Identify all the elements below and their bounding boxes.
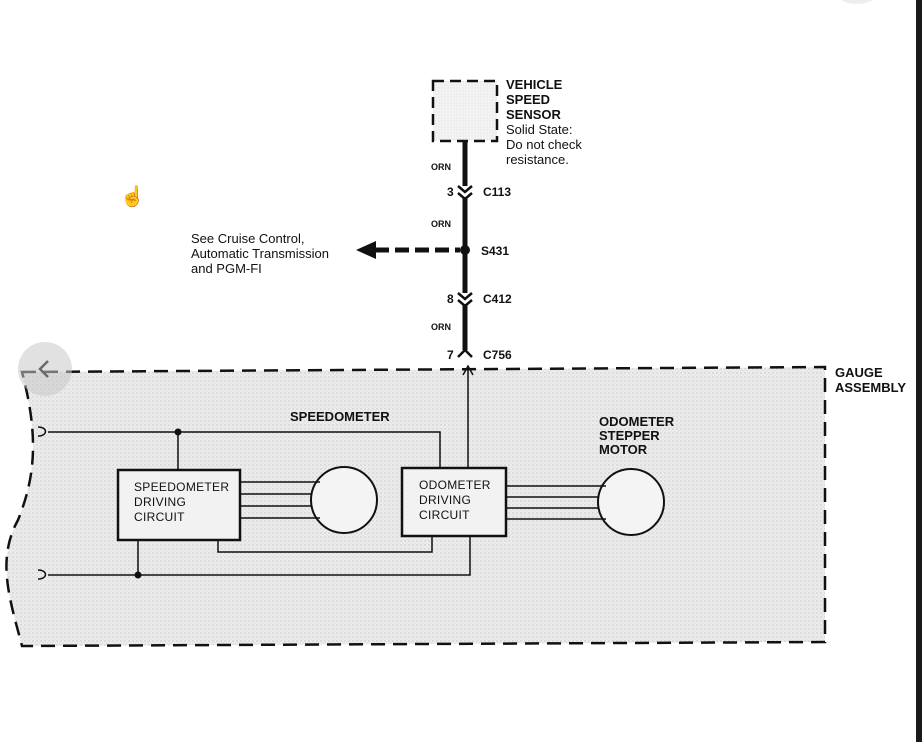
c412-label: C412 <box>483 292 512 306</box>
chevron-left-icon[interactable] <box>18 342 72 396</box>
odo-motor-1: ODOMETER <box>599 414 675 429</box>
sensor-note-3: resistance. <box>506 152 569 167</box>
odo-circuit-1: ODOMETER <box>419 478 491 492</box>
odo-motor-2: STEPPER <box>599 428 660 443</box>
s431-label: S431 <box>481 244 509 258</box>
sensor-note-1: Solid State: <box>506 122 573 137</box>
lower-bus-wire <box>48 536 471 576</box>
back-arrow-icon <box>38 360 49 378</box>
odo-circuit-2: DRIVING <box>419 493 471 507</box>
c113-label: C113 <box>483 185 511 199</box>
sensor-note-2: Do not check <box>506 137 582 152</box>
gauge-assembly-2: ASSEMBLY <box>835 380 906 395</box>
cross-ref-1: See Cruise Control, <box>191 231 304 246</box>
odo-motor-3: MOTOR <box>599 442 648 457</box>
splice-s431-dot <box>460 245 470 255</box>
wire-color-2: ORN <box>431 219 451 229</box>
hand-cursor-icon: ☝ <box>120 186 145 208</box>
speedometer-label: SPEEDOMETER <box>290 409 390 424</box>
gauge-input-arrow <box>462 364 474 376</box>
cross-reference-arrow <box>356 241 376 259</box>
junction-dot <box>174 428 182 436</box>
circuit-link-wire <box>217 536 433 553</box>
speedo-circuit-1: SPEEDOMETER <box>134 480 229 494</box>
odometer-stepper-motor <box>597 468 665 536</box>
sensor-title-1: VEHICLE <box>506 77 563 92</box>
odometer-driving-circuit-box <box>400 466 508 538</box>
vehicle-speed-sensor <box>431 79 499 143</box>
connector-c756-symbol <box>457 348 473 358</box>
upper-bus-break <box>37 426 47 437</box>
gauge-assembly-1: GAUGE <box>835 365 883 380</box>
speedo-circuit-3: CIRCUIT <box>134 510 185 524</box>
speedometer-driving-circuit-box <box>116 468 242 542</box>
odometer-drive-lines <box>506 485 606 520</box>
cross-ref-3: and PGM-FI <box>191 261 262 276</box>
speedometer-motor <box>310 466 378 534</box>
speedometer-drive-lines <box>240 481 320 519</box>
corner-decoration <box>832 0 882 4</box>
connector-c113-symbol <box>457 185 473 201</box>
sensor-title-3: SENSOR <box>506 107 562 122</box>
connector-c412-symbol <box>457 292 473 308</box>
c756-label: C756 <box>483 348 512 362</box>
c412-pin: 8 <box>447 292 454 306</box>
sensor-title-2: SPEED <box>506 92 550 107</box>
cross-ref-2: Automatic Transmission <box>191 246 329 261</box>
speedo-circuit-2: DRIVING <box>134 495 186 509</box>
junction-dot <box>134 571 142 579</box>
wire-color-3: ORN <box>431 322 451 332</box>
lower-bus-break <box>37 569 47 580</box>
odo-circuit-3: CIRCUIT <box>419 508 470 522</box>
c113-pin: 3 <box>447 185 454 199</box>
wire-color-1: ORN <box>431 162 451 172</box>
c756-pin: 7 <box>447 348 454 362</box>
window-edge <box>916 0 922 742</box>
